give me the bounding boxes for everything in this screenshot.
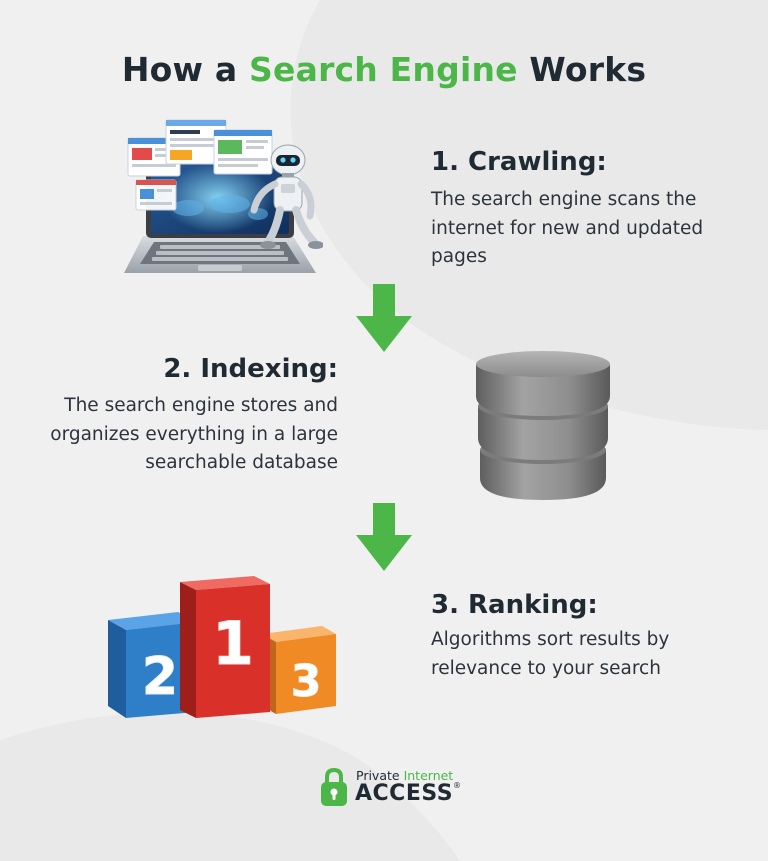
podium-number-3: 3 — [291, 656, 322, 707]
brand-access: ACCESS — [355, 781, 454, 806]
lock-icon — [321, 767, 347, 806]
step-ranking-description: Algorithms sort results by relevance to … — [431, 629, 670, 679]
podium-number-2: 2 — [142, 647, 178, 707]
step-ranking-heading: 3. Ranking: — [431, 590, 598, 620]
step-crawling-heading: 1. Crawling: — [431, 147, 607, 177]
title-accent: Search Engine — [249, 50, 518, 89]
title-prefix: How a — [121, 50, 250, 89]
step-indexing-heading: 2. Indexing: — [163, 354, 338, 384]
arrow-down-icon — [356, 503, 412, 571]
title-suffix: Works — [517, 50, 647, 89]
brand-line2: ACCESS® — [355, 781, 462, 806]
podium-number-1: 1 — [212, 609, 254, 679]
step-crawling-description: The search engine scans the internet for… — [431, 189, 704, 267]
laptop-robot-icon — [124, 119, 323, 273]
brand-logo: Private Internet ACCESS® — [320, 766, 462, 810]
page-title: How a Search Engine Works — [0, 50, 768, 89]
database-icon — [476, 351, 610, 500]
brand-internet: Internet — [403, 768, 454, 783]
podium-icon: 2 1 3 — [108, 576, 336, 718]
step-indexing-description: The search engine stores and organizes e… — [50, 395, 338, 473]
brand-line1: Private Internet — [356, 768, 453, 783]
arrow-down-icon — [356, 284, 412, 352]
brand-registered-mark: ® — [453, 781, 462, 790]
brand-private: Private — [356, 768, 400, 783]
